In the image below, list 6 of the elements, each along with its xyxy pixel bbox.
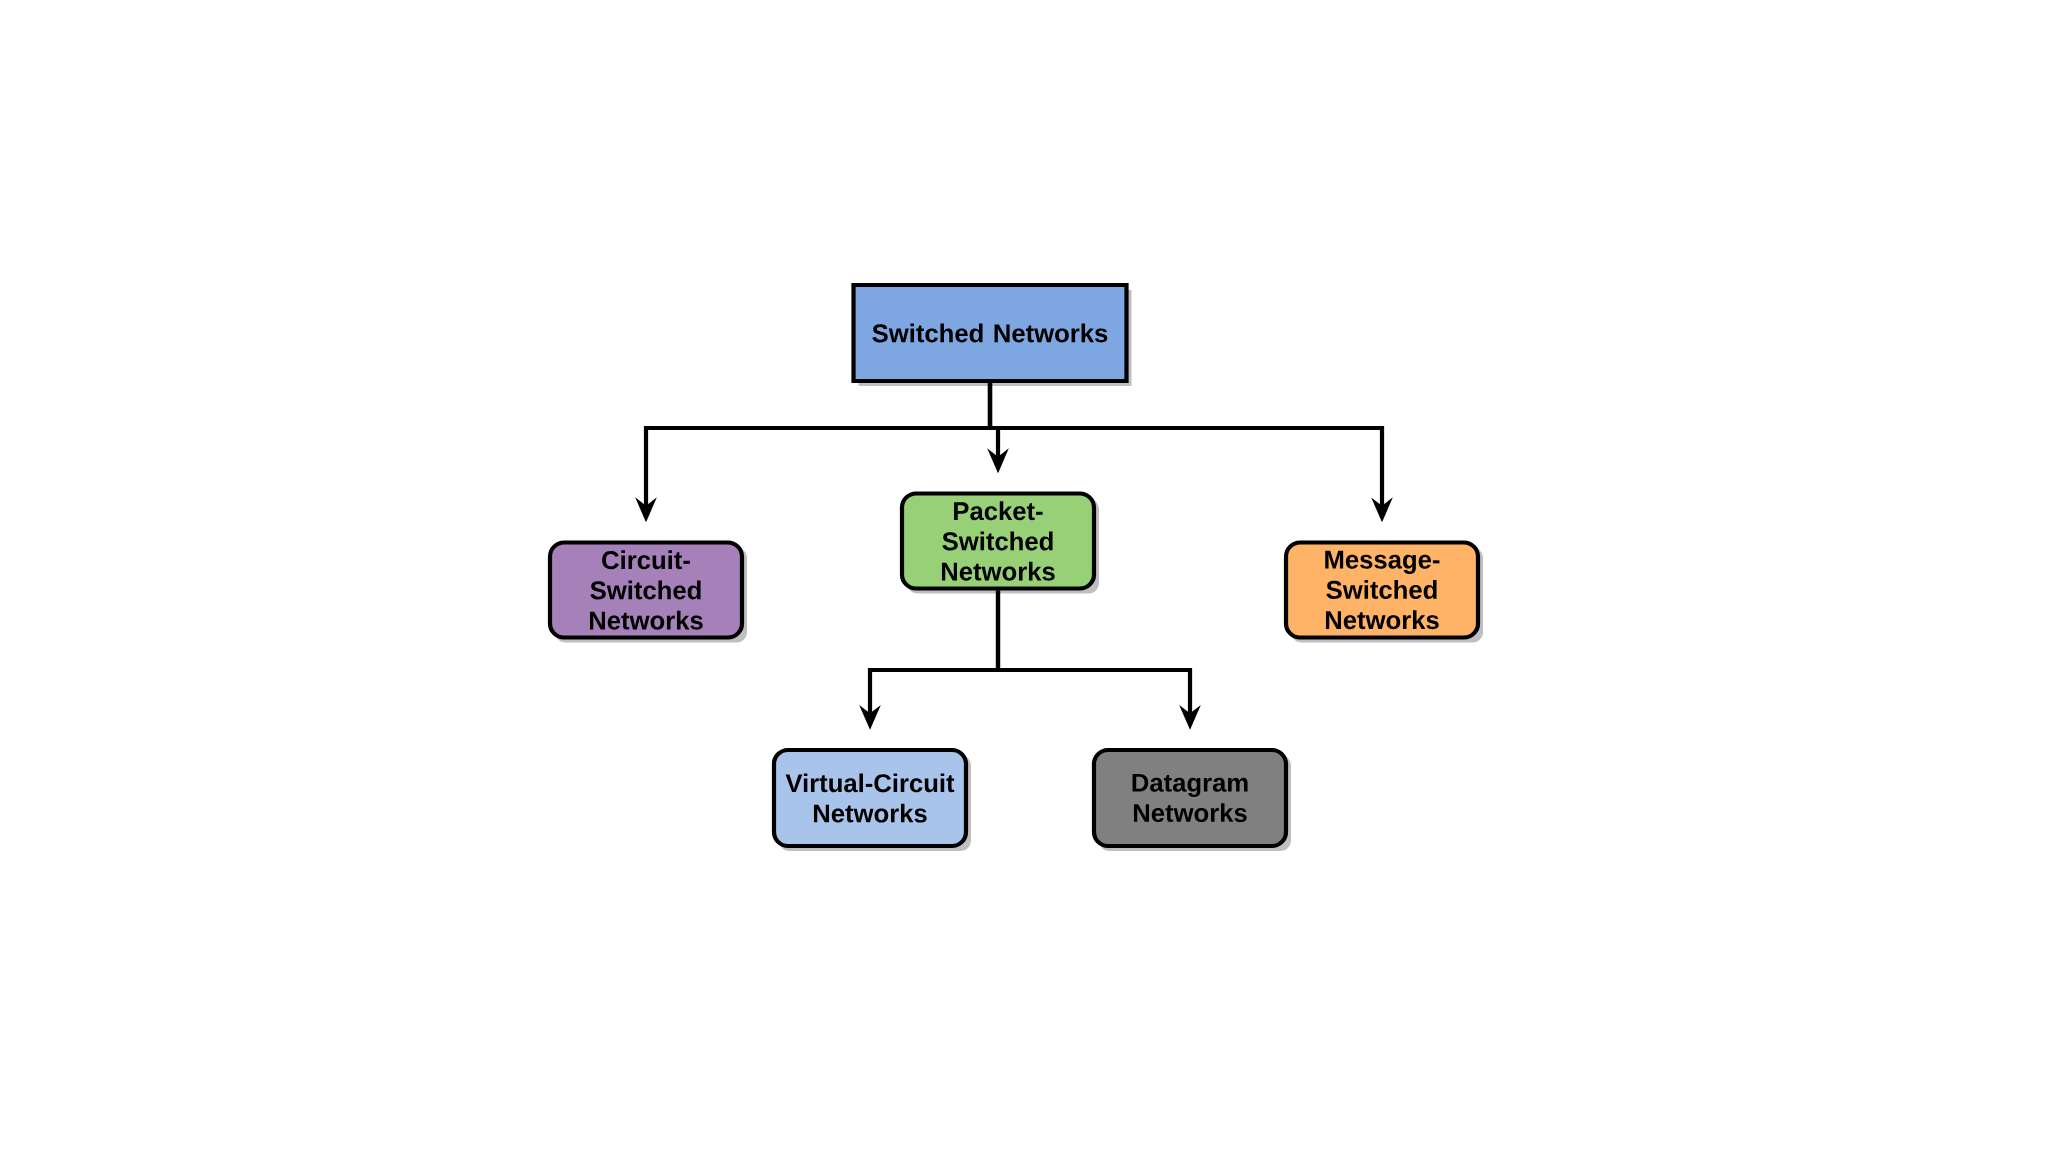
process-box: Switched Networks <box>851 282 1129 384</box>
process-box: Datagram Networks <box>1091 747 1289 849</box>
process-box: Packet-Switched Networks <box>899 491 1097 591</box>
process-box: Virtual-Circuit Networks <box>771 747 969 849</box>
process-box: Circuit-Switched Networks <box>547 540 745 640</box>
process-box: Message-Switched Networks <box>1283 540 1481 640</box>
